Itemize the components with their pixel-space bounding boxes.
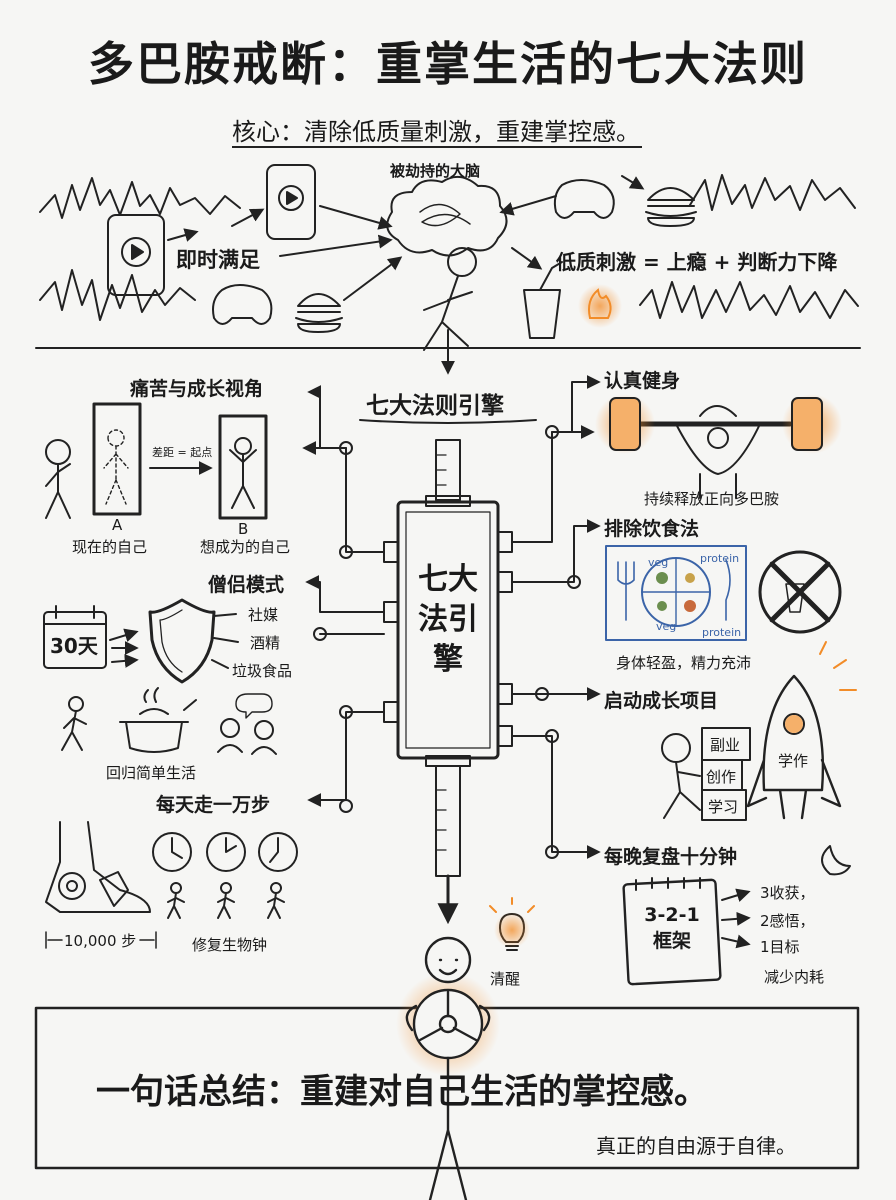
cooking-pot-icon — [119, 687, 197, 753]
rule-pain-growth-title: 痛苦与成长视角 — [130, 378, 264, 400]
reduce-anxiety-caption: 减少内耗 — [764, 968, 825, 986]
engine-banner-title: 七大法则引擎 — [366, 393, 504, 419]
plate-label-protein-top: protein — [700, 552, 740, 565]
spike-line-right-top — [689, 174, 856, 211]
project-box-label-study: 学习 — [708, 798, 739, 816]
clock-icon-2 — [206, 832, 246, 872]
spike-line-left-top — [39, 177, 241, 219]
soda-cup-icon — [523, 261, 563, 339]
burger-icon-left — [295, 293, 343, 333]
brain-cloud-icon — [386, 175, 508, 257]
diet-placemat — [605, 545, 747, 641]
rule-growth-project-title: 启动成长项目 — [604, 690, 719, 712]
project-box-study — [701, 789, 747, 821]
game-controller-icon-left — [212, 284, 273, 325]
diet-caption: 身体轻盈，精力充沛 — [616, 654, 752, 672]
hijacked-brain-label: 被劫持的大脑 — [390, 162, 481, 180]
awake-person-head — [424, 936, 472, 984]
instant-gratification-label: 即时满足 — [176, 248, 260, 272]
mirror-a-letter: A — [112, 516, 123, 534]
project-box-label-side: 副业 — [710, 736, 741, 754]
review-item-3: 3收获， — [760, 884, 815, 902]
thirty-days-label: 30天 — [50, 634, 98, 658]
monk-item-alcohol: 酒精 — [250, 634, 281, 652]
mirror-b-letter: B — [238, 520, 249, 538]
simple-life-caption: 回归简单生活 — [106, 764, 197, 782]
monk-item-social: 社媒 — [248, 606, 279, 624]
spike-line-left-bottom — [39, 269, 196, 321]
burger-icon-right — [645, 187, 697, 227]
rule-walk-title: 每天走一万步 — [156, 794, 271, 816]
project-box-label-create: 创作 — [706, 768, 737, 786]
clock-icon-1 — [152, 832, 192, 872]
fitness-caption: 持续释放正向多巴胺 — [644, 490, 780, 508]
summary-sentence: 一句话总结：重建对自己生活的掌控感。 — [96, 1072, 708, 1112]
rule-monk-mode-title: 僧侣模式 — [208, 574, 285, 596]
mirror-frame-a — [92, 402, 142, 516]
spike-line-right-bottom — [639, 281, 859, 319]
rule-fitness-title: 认真健身 — [604, 370, 681, 392]
ten-thousand-steps-label: 10,000 步 — [64, 932, 137, 950]
phone-icon-top — [266, 164, 316, 240]
mirror-frame-b — [218, 414, 268, 520]
page-subtitle: 核心：清除低质量刺激，重建掌控感。 — [232, 118, 640, 146]
moon-icon — [821, 845, 851, 876]
ideal-self-caption: 想成为的自己 — [200, 538, 291, 556]
freedom-motto: 真正的自由源于自律。 — [596, 1134, 796, 1158]
low-stimulus-formula-label: 低质刺激 = 上瘾 + 判断力下降 — [556, 250, 838, 274]
robot-leg-icon — [45, 821, 151, 913]
rule-elimination-diet-title: 排除饮食法 — [604, 518, 700, 540]
plate-label-veg-bottom: veg — [656, 620, 677, 633]
review-item-1: 1目标 — [760, 938, 800, 956]
shield-icon — [148, 598, 216, 684]
monk-item-junk-food: 垃圾食品 — [232, 662, 293, 680]
gap-equals-start-label: 差距 = 起点 — [152, 446, 213, 459]
current-self-caption: 现在的自己 — [72, 538, 148, 556]
plate-label-veg-top: veg — [648, 556, 669, 569]
framework-321-label: 3-2-1 框架 — [644, 904, 700, 952]
awake-label: 清醒 — [490, 970, 521, 988]
rocket-icon — [746, 674, 842, 820]
rocket-label: 学作 — [778, 752, 809, 770]
review-item-2: 2感悟， — [760, 912, 815, 930]
page-title: 多巴胺戒断：重掌生活的七大法则 — [88, 37, 808, 91]
rule-nightly-review-title: 每晚复盘十分钟 — [604, 846, 738, 868]
clock-icon-3 — [258, 832, 298, 872]
biological-clock-caption: 修复生物钟 — [192, 936, 268, 954]
game-controller-icon-right — [553, 179, 615, 219]
no-junk-food-icon — [758, 550, 842, 634]
notepad-icon — [622, 878, 722, 986]
plate-label-protein-bottom: protein — [702, 626, 742, 639]
subtitle-underline — [232, 146, 642, 148]
phone-icon-left — [107, 214, 165, 296]
engine-core-text: 七大法引擎 — [418, 562, 478, 677]
calendar-icon — [43, 611, 107, 669]
